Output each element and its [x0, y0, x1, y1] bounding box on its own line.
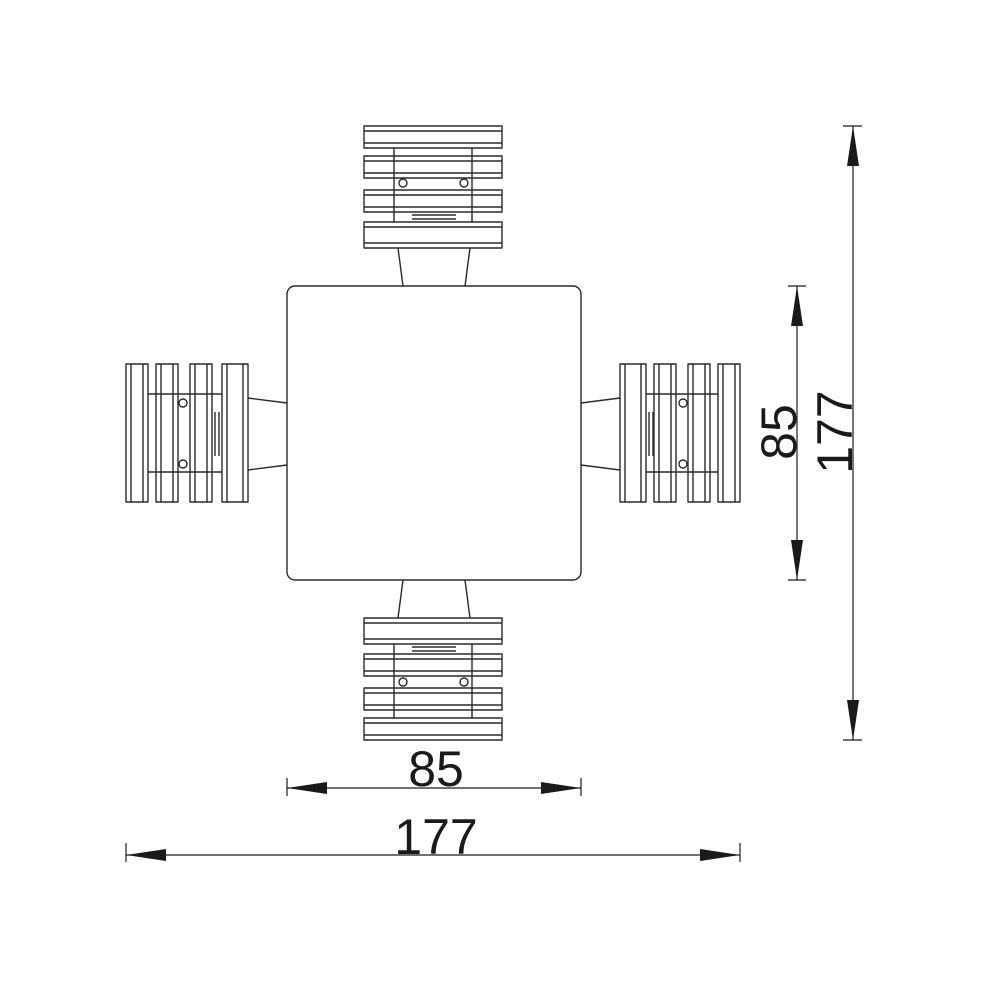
dimension-table-width — [286, 778, 582, 796]
bench-bottom — [363, 579, 503, 741]
label-table-width: 85 — [408, 741, 464, 797]
label-overall-width: 177 — [394, 809, 477, 865]
square-table-top — [286, 285, 582, 581]
bench-top — [363, 125, 503, 287]
bench-left — [125, 363, 288, 503]
label-overall-depth: 177 — [807, 390, 863, 473]
dimension-table-depth — [788, 285, 806, 581]
dimension-overall-depth — [843, 125, 862, 741]
dimension-overall-width — [125, 843, 741, 862]
label-table-depth: 85 — [751, 404, 807, 460]
bench-right — [580, 363, 741, 503]
